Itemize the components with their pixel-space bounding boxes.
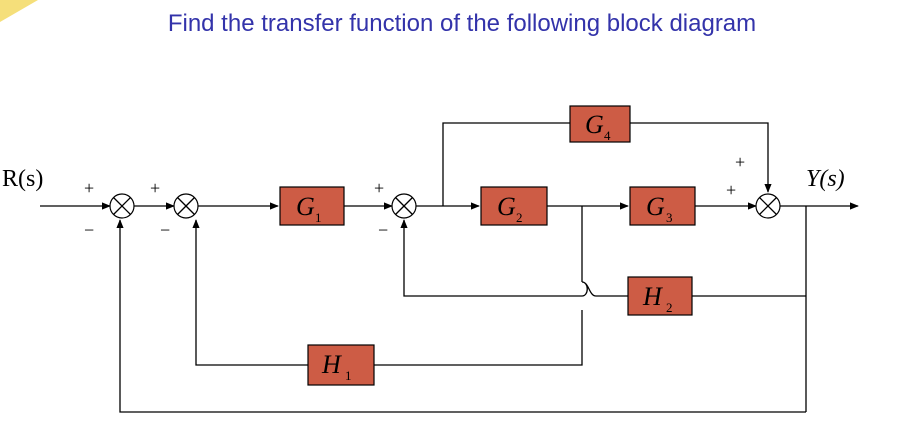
sign-s2-input: + <box>150 178 160 198</box>
svg-text:2: 2 <box>666 300 673 315</box>
block-g3: G 3 <box>629 186 696 226</box>
wire-h2-crossover <box>581 281 597 297</box>
wire-h1-tap-bottom <box>374 310 583 366</box>
svg-text:G: G <box>497 192 516 221</box>
svg-text:G: G <box>296 192 315 221</box>
svg-text:4: 4 <box>604 128 611 143</box>
summing-junction-1 <box>109 193 135 219</box>
sign-s3-feedback: − <box>378 220 388 240</box>
summing-junction-4 <box>755 193 781 219</box>
block-h2: H 2 <box>627 276 693 316</box>
block-g2: G 2 <box>480 186 548 226</box>
svg-text:1: 1 <box>315 210 322 225</box>
sign-s1-feedback: − <box>84 220 94 240</box>
block-g4: G 4 <box>569 105 631 143</box>
wire-g4-in <box>442 122 570 206</box>
wire-g4-out <box>630 122 772 193</box>
svg-text:G: G <box>646 192 665 221</box>
sign-s3-input: + <box>374 178 384 198</box>
output-label: Y(s) <box>806 166 845 192</box>
sign-s4-input: + <box>726 180 736 200</box>
input-label: R(s) <box>2 166 43 192</box>
block-h1: H 1 <box>307 344 375 386</box>
wire-h1-out <box>192 219 308 366</box>
svg-text:3: 3 <box>666 210 673 225</box>
svg-text:H: H <box>321 350 342 379</box>
corner-decoration <box>0 0 38 22</box>
wire-unity-feedback <box>116 219 806 413</box>
svg-text:2: 2 <box>516 210 523 225</box>
svg-text:H: H <box>642 282 663 311</box>
svg-text:1: 1 <box>345 368 352 383</box>
sign-s4-feedforward: + <box>735 152 745 172</box>
svg-text:G: G <box>585 110 604 139</box>
sign-s1-input: + <box>84 178 94 198</box>
sign-s2-feedback: − <box>160 220 170 240</box>
summing-junction-3 <box>391 193 417 219</box>
wire-h2-out-b <box>400 219 582 297</box>
block-g1: G 1 <box>279 186 345 226</box>
slide-title: Find the transfer function of the follow… <box>167 10 757 37</box>
summing-junction-2 <box>173 193 199 219</box>
